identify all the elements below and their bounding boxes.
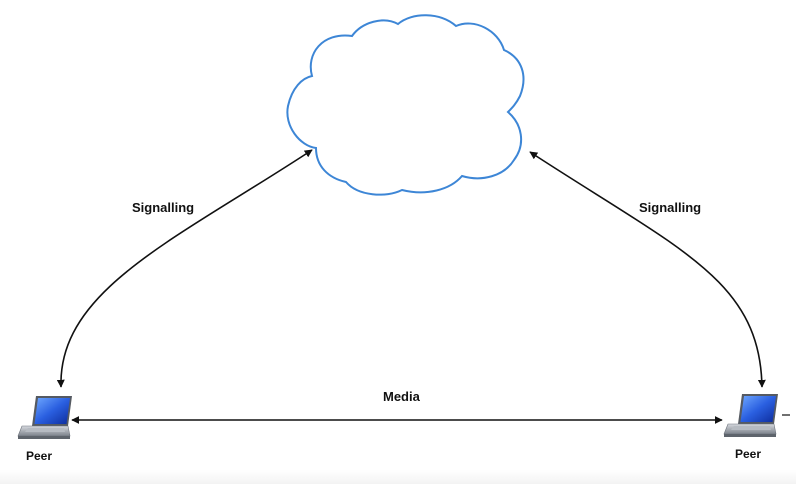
signalling-label-left: Signalling [132,200,195,215]
bottom-strip [0,470,796,484]
peer-label-left: Peer [26,449,53,463]
cloud-shape [286,14,525,196]
signalling-label-right: Signalling [639,200,702,215]
signalling-arrow-left [56,149,313,388]
media-label: Media [383,389,420,404]
peer-label-right: Peer [735,447,762,461]
laptop-icon [723,394,778,437]
laptop-icon [17,396,72,439]
signalling-arrow-right [529,151,766,388]
